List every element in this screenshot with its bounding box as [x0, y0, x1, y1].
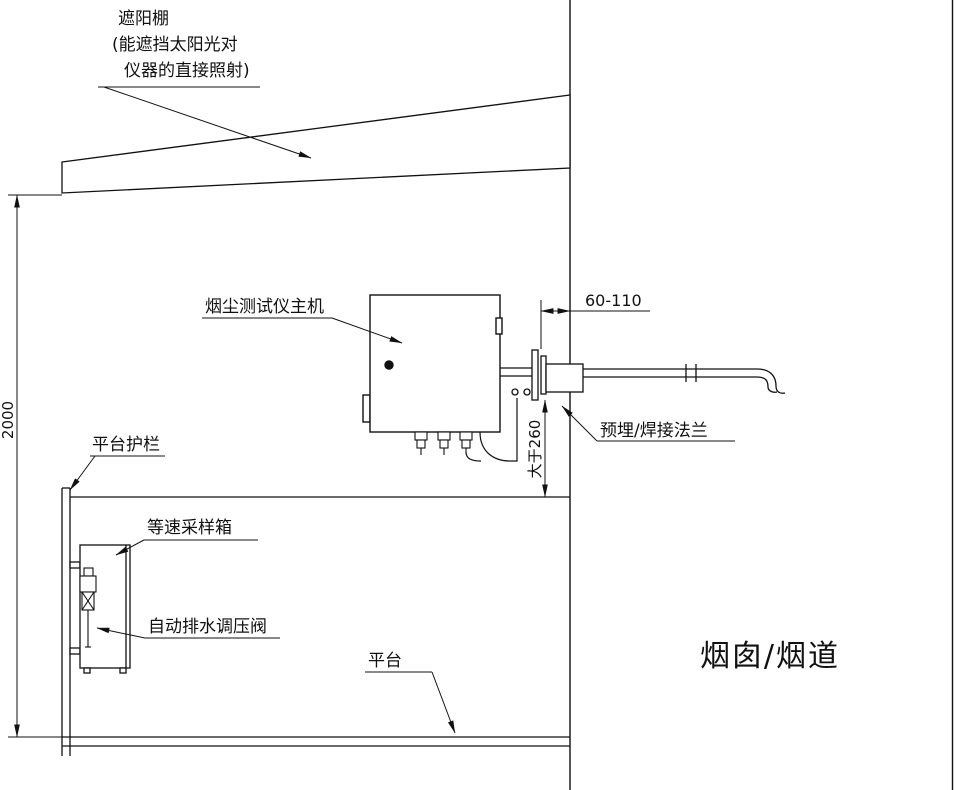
guardrail-callout: [69, 455, 165, 491]
sampling-box-leader-line: [115, 539, 145, 556]
canopy-leader: [98, 86, 312, 159]
main-unit-connectors: [414, 431, 473, 455]
connector2-bottom: [439, 439, 449, 449]
flange-bolt-right: [523, 388, 531, 396]
main-unit-callout: [202, 317, 403, 344]
probe-nozzle-inner: [756, 376, 778, 393]
canopy-leader-line: [103, 86, 312, 159]
sampling-box-callout: [115, 539, 258, 556]
valve-filter-cross2: [81, 591, 95, 611]
canopy-label-line2: (能遮挡太阳光对: [112, 35, 238, 55]
canopy-label-line1: 遮阳棚: [118, 9, 169, 29]
guardrail-leader-line: [69, 455, 96, 491]
platform-structure: [61, 487, 570, 756]
main-unit-indicator-dot: [384, 360, 394, 370]
platform-callout: [365, 671, 456, 734]
sunshade-canopy-outline: [61, 94, 571, 194]
hose-main: [479, 398, 518, 462]
sampling-box: [69, 544, 131, 674]
connector1-top: [414, 431, 428, 441]
hose-branch: [465, 451, 482, 462]
wall-sleeve: [545, 363, 584, 393]
connector3-top: [459, 431, 473, 441]
guardrail-label: 平台护栏: [92, 435, 160, 455]
valve-body: [79, 575, 97, 593]
dimension-60-110: [540, 300, 650, 349]
flange-plate-inner: [540, 355, 547, 395]
platform-label: 平台: [368, 651, 402, 671]
sampling-box-foot-left: [83, 667, 91, 674]
connector2-top: [437, 431, 451, 441]
sample-hose: [465, 398, 518, 462]
valve-knob: [83, 567, 94, 577]
flange-leader-line: [561, 405, 598, 442]
sampling-box-foot-right: [119, 667, 127, 674]
sampling-box-bracket-top: [69, 561, 81, 569]
connector3-bottom: [461, 439, 471, 449]
flange-label: 预埋/焊接法兰: [600, 421, 708, 441]
flange-callout: [561, 405, 735, 442]
dim60110-text: 60-110: [585, 291, 642, 310]
sampling-box-label: 等速采样箱: [147, 518, 232, 538]
flange-bolt-left: [511, 388, 519, 396]
flange-plate-outer: [531, 349, 539, 401]
probe-nozzle-outer: [756, 368, 786, 394]
drain-valve-callout: [96, 627, 280, 639]
main-unit-hinge: [362, 394, 371, 423]
dim260-text: 大于260: [526, 420, 544, 479]
chimney-label: 烟囱/烟道: [700, 639, 840, 674]
dim2000-text: 2000: [0, 401, 17, 439]
main-unit-leader-line: [331, 317, 403, 344]
main-unit-side-tab: [495, 317, 503, 335]
connector1-bottom: [416, 439, 426, 449]
main-unit-label: 烟尘测试仪主机: [205, 297, 324, 317]
canopy-label-line3: 仪器的直接照射): [124, 61, 250, 81]
drain-valve-assembly: [79, 567, 97, 648]
main-unit: [362, 294, 503, 433]
sampling-box-bracket-bottom: [69, 647, 81, 655]
platform-leader-line: [431, 671, 456, 734]
drain-valve-leader-line: [96, 627, 146, 639]
drain-valve-label: 自动排水调压阀: [148, 617, 267, 637]
probe-assembly: [500, 349, 786, 401]
dimension-2000: [8, 194, 62, 738]
